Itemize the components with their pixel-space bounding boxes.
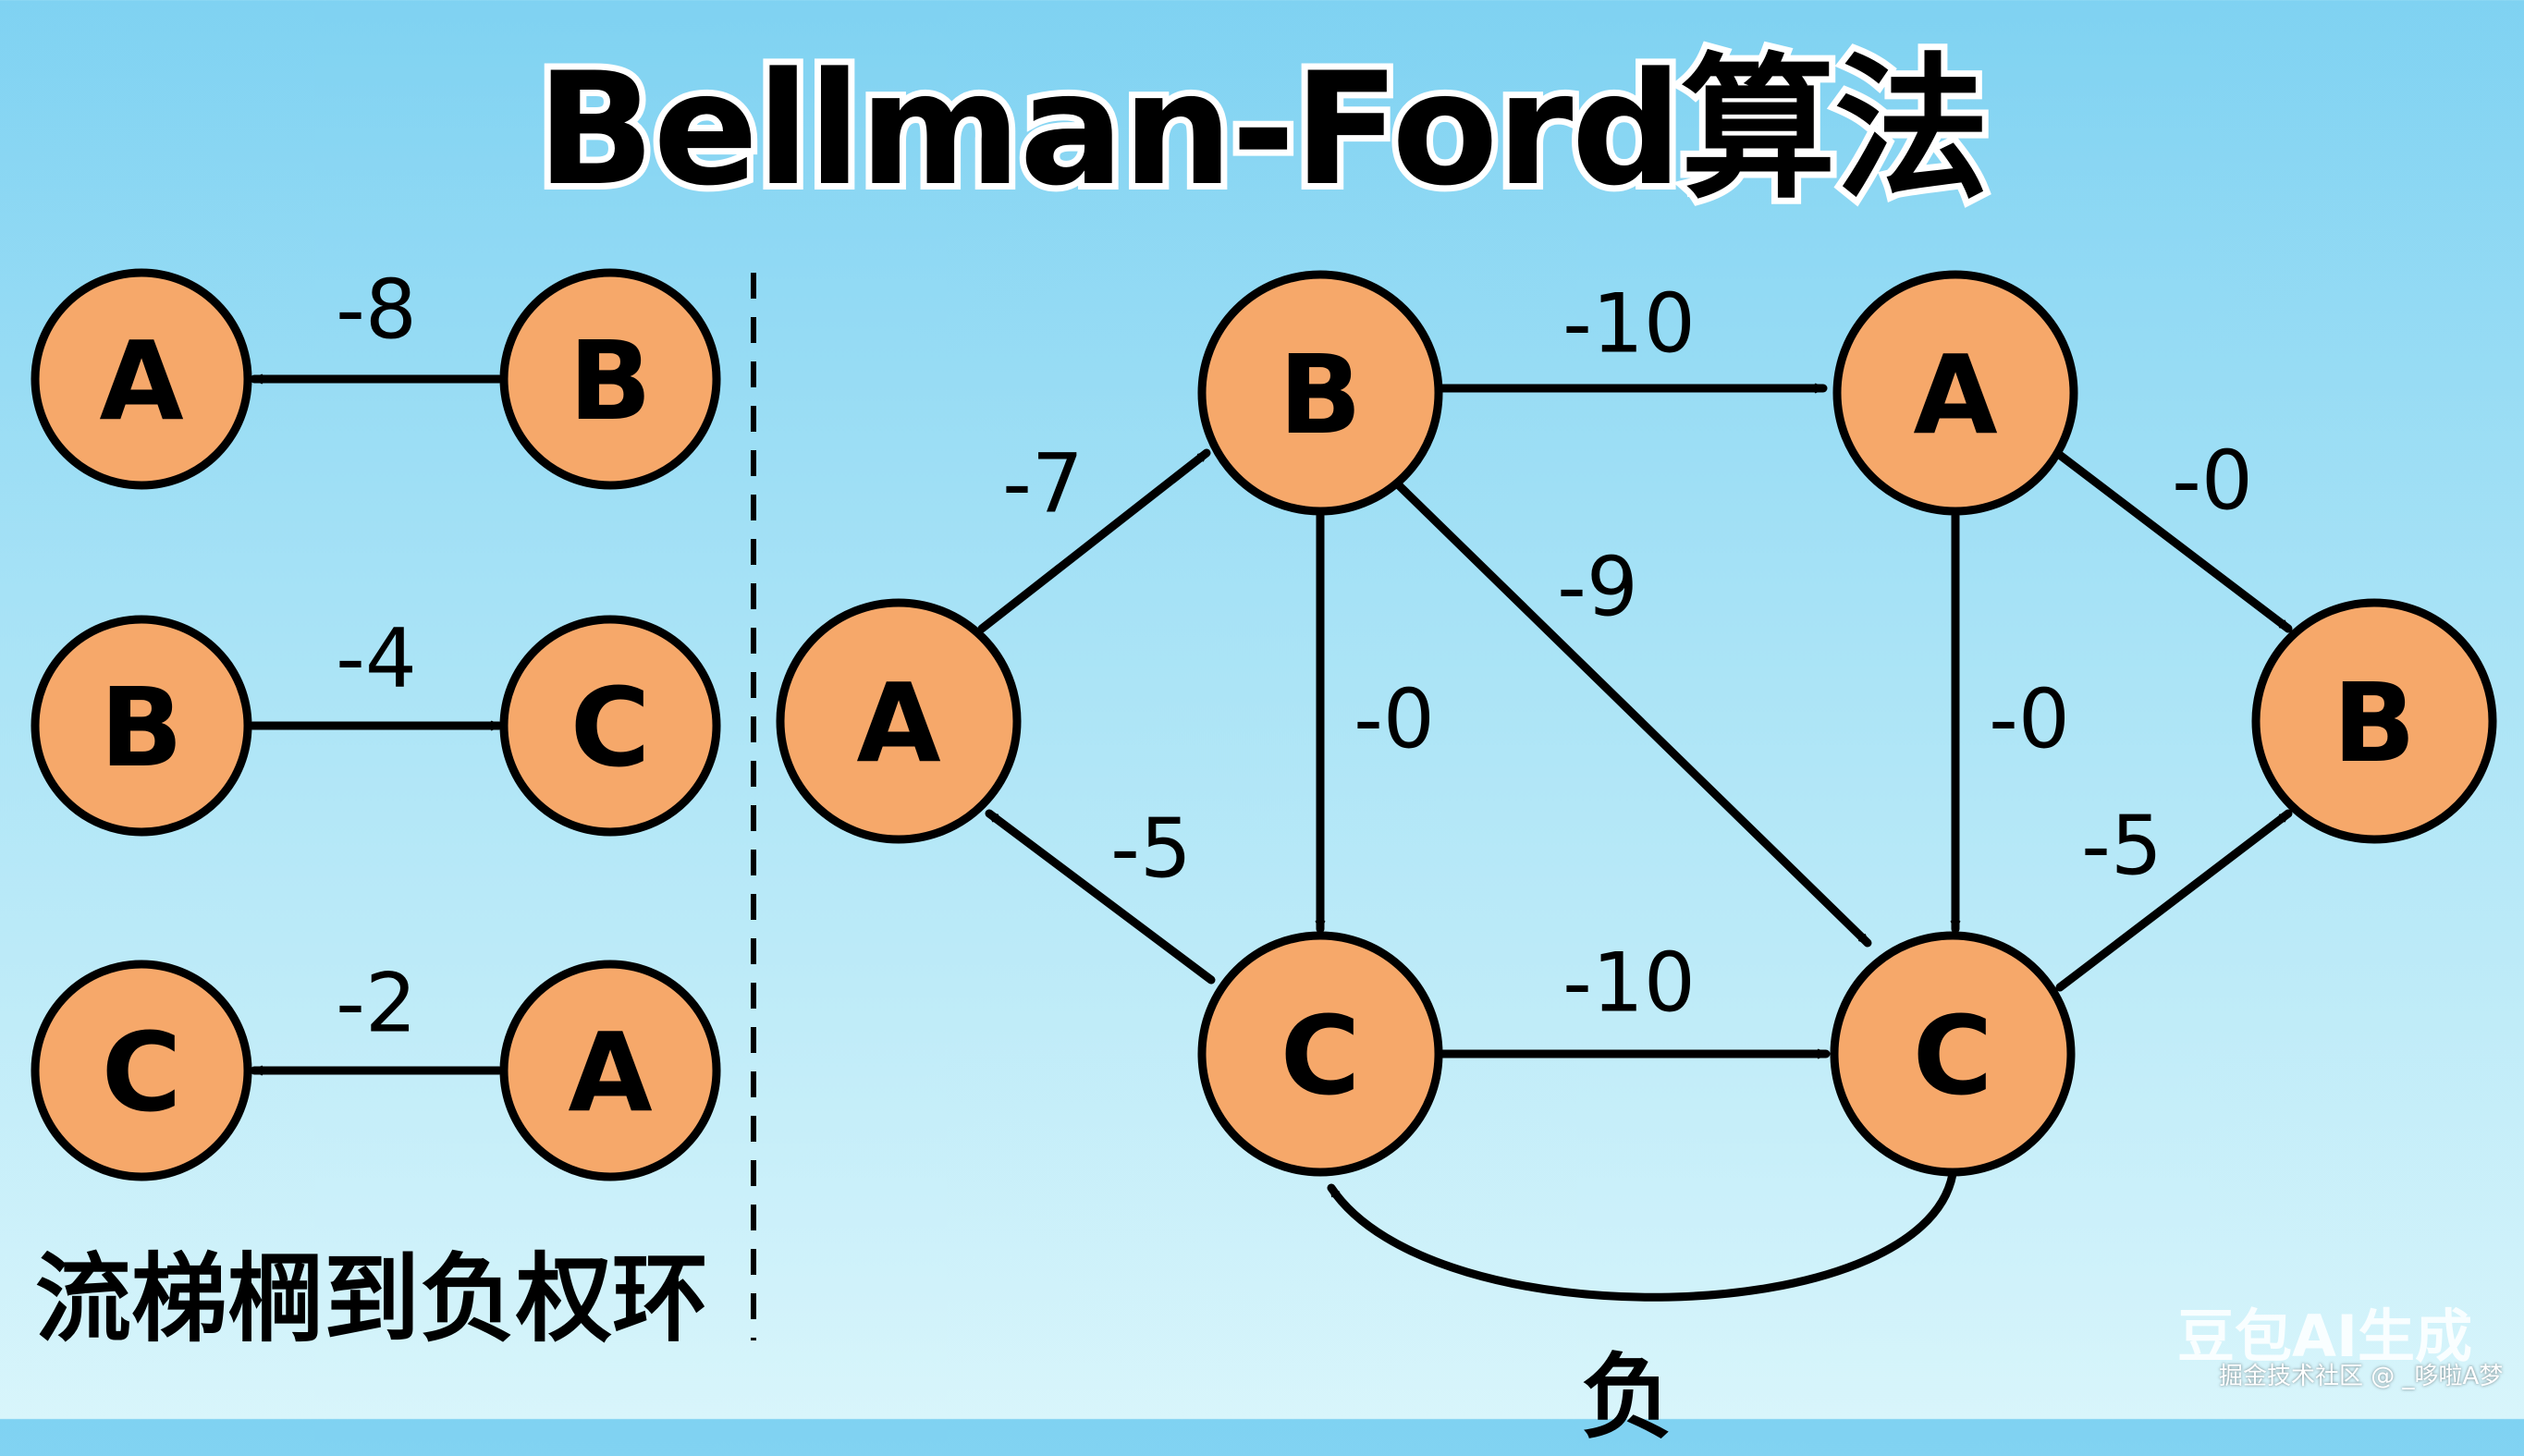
edge-c-bottom-to-a-left [985,809,1216,985]
example-1-source-node [499,268,721,490]
example-3-target-node [31,960,252,1181]
watermark-brand: 豆包AI生成 [2177,1303,2473,1370]
edge-b-top-to-c-right [1394,481,1872,948]
watermark-credit: 掘金技术社区 @ _哆啦A梦 [2219,1363,2504,1390]
example-2-target-label: C [570,664,651,791]
node-b-right [2251,598,2497,844]
example-3: -2 C A [31,956,721,1181]
example-2-target-node [499,615,721,837]
example-3-weight: -2 [336,956,417,1051]
edge-weight-c-c-10: -10 [1562,936,1696,1031]
example-3-target-label: C [102,1009,182,1136]
example-2-source-label: B [100,664,183,791]
title-container: Bellman-Ford算法 [0,18,2524,226]
page-title: Bellman-Ford算法 [530,32,1995,226]
graph-nodes: A B A B C C [776,270,2497,1177]
example-3-source-node [499,960,721,1181]
example-3-source-label: A [568,1009,652,1136]
example-2-source-node [31,615,252,837]
negative-cycle-label: 负 [1581,1343,1673,1451]
example-2-weight: -4 [336,611,417,706]
node-c-bottom [1197,931,1443,1177]
edge-weight-a-b-7: -7 [1002,436,1084,532]
node-b-top [1197,270,1443,516]
graph-edges: -7 -10 -0 -0 -9 -0 -5 -10 -5 [977,276,2293,1302]
example-1-source-label: B [569,317,652,445]
node-a-left-label: A [856,659,940,787]
node-c-bottom-right-label: C [1913,992,1993,1120]
node-a-left [776,598,1022,844]
edge-c-right-to-b-right [2055,809,2293,992]
node-b-right-label: B [2333,659,2416,787]
node-a-top-right [1832,270,2078,516]
edge-weight-a-c-0: -0 [1989,672,2070,767]
edge-weight-b-c-9: -9 [1557,540,1638,635]
edge-weight-c-b-5: -5 [2081,799,2163,894]
node-a-top-right-label: A [1913,331,1997,459]
node-c-bottom-right [1830,931,2076,1177]
node-c-bottom-label: C [1280,992,1361,1120]
example-1-target-node [31,268,252,490]
edge-weight-c-a-5: -5 [1110,801,1192,897]
edge-a-top-to-b-right [2052,448,2293,633]
edge-weight-b-a-10: -10 [1562,276,1696,372]
edge-weight-b-c-0: -0 [1354,672,1435,767]
node-b-top-label: B [1279,331,1362,459]
edge-a-left-to-b-top [977,448,1211,633]
graph-diagram: -8 A B -4 B C -2 C A -7 -10 -0 -0 [31,263,2497,1340]
caption-text: 流梯棡到负权环 [35,1242,709,1355]
example-2: -4 B C [31,611,721,837]
example-1-target-label: A [99,317,183,445]
example-1: -8 A B [31,263,721,490]
example-1-weight: -8 [336,263,417,358]
edge-negative-cycle-curve [1327,1169,1957,1302]
edge-weight-a-b-0: -0 [2172,434,2253,529]
